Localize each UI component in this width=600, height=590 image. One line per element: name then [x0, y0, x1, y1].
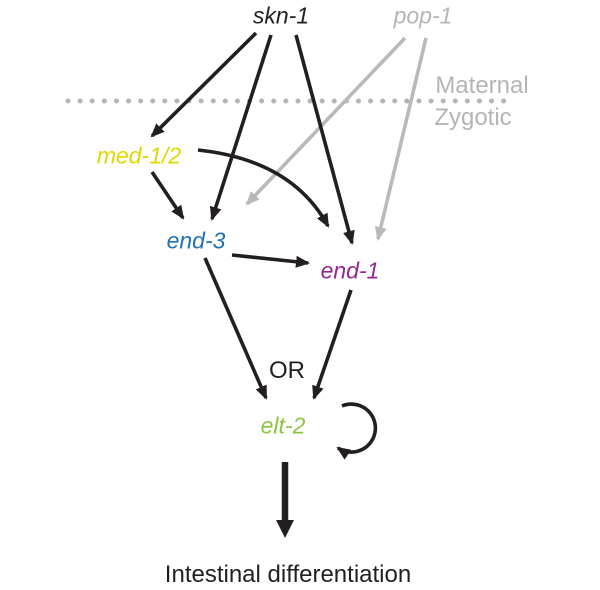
maternal-label: Maternal [435, 72, 529, 99]
arrow-skn1-to-end3 [209, 34, 273, 221]
arrow-elt2-self-loop [336, 402, 378, 460]
node-pop-1: pop-1 [393, 2, 453, 29]
node-elt-2: elt-2 [260, 412, 306, 439]
node-end-1: end-1 [320, 257, 380, 284]
node-end-3: end-3 [166, 227, 226, 254]
zygotic-label: Zygotic [434, 104, 512, 131]
arrow-end3-to-elt2 [203, 257, 268, 400]
arrow-skn1-to-end1 [294, 34, 355, 245]
node-skn-1: skn-1 [252, 2, 310, 29]
or-label: OR [269, 357, 305, 384]
arrow-end3-to-end1 [231, 253, 310, 268]
outcome-label: Intestinal differentiation [164, 561, 412, 588]
arrow-pop1-to-end3 [245, 36, 407, 206]
node-med-1-2: med-1/2 [96, 142, 182, 169]
arrow-pop1-to-end1 [374, 37, 428, 241]
arrow-med12-to-end3 [150, 170, 185, 220]
arrow-end1-to-elt2 [312, 289, 353, 400]
arrow-med12-to-end1 [197, 148, 330, 228]
arrow-skn1-to-med12 [150, 31, 258, 138]
